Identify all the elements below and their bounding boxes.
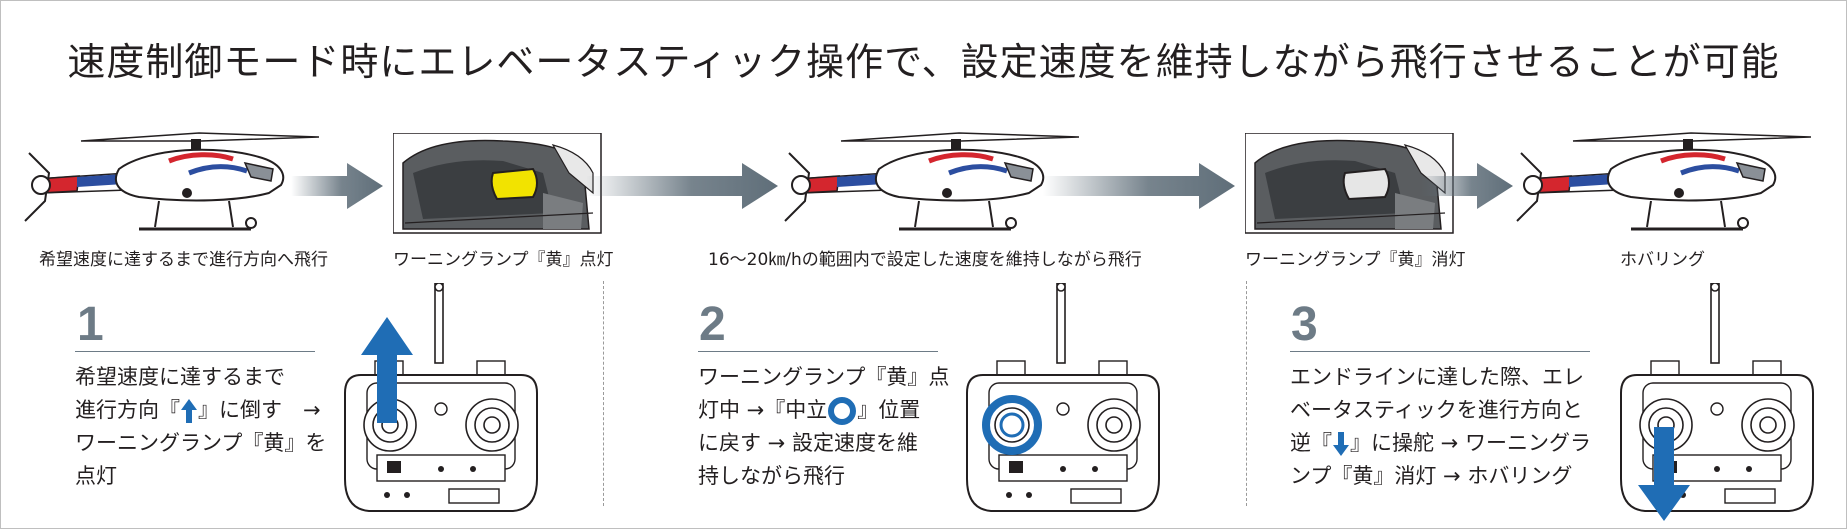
step-rule: [698, 351, 938, 352]
step-line-text: 』位置: [857, 398, 921, 422]
stick-down-arrow-icon: [1638, 427, 1690, 521]
step-line-text: 』に操舵 → ワーニングラ: [1350, 431, 1591, 455]
caption-hover: ホバリング: [1620, 250, 1705, 270]
caption-fly-forward: 希望速度に達するまで進行方向へ飛行: [39, 250, 328, 270]
neutral-circle-icon: [827, 396, 857, 426]
step-3-description: エンドラインに達した際、エレ ベータスティックを進行方向と 逆『』に操舵 → ワ…: [1290, 361, 1591, 493]
stick-up-arrow-icon: [361, 317, 413, 423]
step-line: ワーニングランプ『黄』点: [698, 365, 950, 389]
step-line: ベータスティックを進行方向と: [1290, 398, 1583, 422]
arrow-down-icon: [1332, 431, 1350, 457]
step-line: 希望速度に達するまで: [75, 365, 285, 389]
flow-arrow-4: [1421, 163, 1513, 209]
step-line: 点灯: [75, 464, 117, 488]
step-number-1: 1: [77, 298, 104, 351]
step-line-text: 進行方向『: [75, 398, 180, 422]
step-line: 持しながら飛行: [698, 464, 845, 488]
helicopter-icon: [19, 127, 319, 237]
step-divider: [603, 281, 604, 506]
caption-maintain-speed: 16～20㎞/hの範囲内で設定した速度を維持しながら飛行: [708, 250, 1142, 270]
caption-lamp-on: ワーニングランプ『黄』点灯: [393, 250, 614, 270]
flow-arrow-1: [291, 163, 383, 209]
step-line: ワーニングランプ『黄』を: [75, 431, 327, 455]
step-rule: [1290, 351, 1590, 352]
arrow-up-icon: [180, 398, 198, 424]
step-number-3: 3: [1291, 298, 1318, 351]
step-divider: [1246, 281, 1247, 506]
flow-arrow-3: [1043, 163, 1235, 209]
step-2-description: ワーニングランプ『黄』点 灯中 →『中立 』位置 に戻す → 設定速度を維 持しな…: [698, 361, 949, 493]
step-line: ンプ『黄』消灯 → ホバリング: [1290, 464, 1573, 488]
step-line-text: 逆『: [1290, 431, 1332, 455]
warning-lamp-off-image: [1245, 133, 1454, 234]
flow-arrow-2: [586, 163, 778, 209]
page-title: 速度制御モード時にエレベータスティック操作で、設定速度を維持しながら飛行させるこ…: [67, 40, 1780, 84]
helicopter-icon: [779, 127, 1079, 237]
step-1-description: 希望速度に達するまで 進行方向『』に倒す → ワーニングランプ『黄』を 点灯: [75, 361, 326, 493]
step-line: 逆『』に操舵 → ワーニングラ: [1290, 427, 1591, 460]
step-rule: [75, 351, 315, 352]
caption-lamp-off: ワーニングランプ『黄』消灯: [1245, 250, 1466, 270]
step-line: に戻す → 設定速度を維: [698, 431, 918, 455]
step-line: 灯中 →『中立 』位置: [698, 394, 949, 427]
warning-lamp-on-image: [393, 133, 602, 234]
step-line-text: 』に倒す →: [198, 398, 321, 422]
step-line: エンドラインに達した際、エレ: [1290, 365, 1584, 389]
helicopter-icon: [1511, 127, 1811, 237]
step-line: 進行方向『』に倒す →: [75, 394, 326, 427]
step-number-2: 2: [699, 298, 726, 351]
transmitter-image: [966, 283, 1160, 512]
step-line-text: 灯中 →『中立: [698, 398, 828, 422]
